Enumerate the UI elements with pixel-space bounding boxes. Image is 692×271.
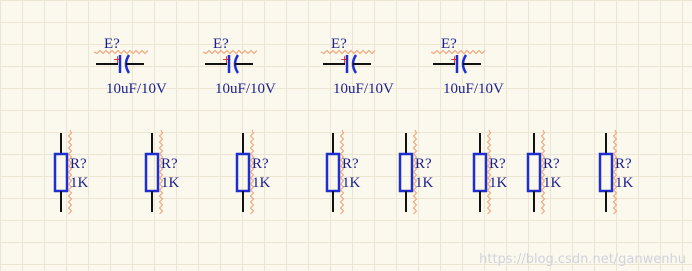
resistor-body xyxy=(235,152,251,193)
polarity-mark: + xyxy=(113,53,122,66)
resistor-value: 1K xyxy=(161,175,180,191)
resistor-symbol[interactable]: R? 1K xyxy=(53,129,89,215)
resistor-designator: R? xyxy=(70,156,87,172)
resistor-designator: R? xyxy=(415,156,432,172)
resistor-symbol[interactable]: R? 1K xyxy=(398,129,434,215)
resistor-symbol[interactable]: R? 1K xyxy=(144,129,180,215)
resistor-value: 1K xyxy=(615,175,634,191)
capacitor-symbol[interactable]: E?+10uF/10V xyxy=(320,36,394,97)
capacitor-value: 10uF/10V xyxy=(443,81,504,97)
error-squiggle xyxy=(249,129,255,215)
error-squiggle xyxy=(158,129,164,215)
capacitor-designator: E? xyxy=(331,36,347,52)
resistor-designator: R? xyxy=(252,156,269,172)
error-squiggle xyxy=(339,129,345,215)
error-squiggle xyxy=(612,129,618,215)
watermark-text: https://blog.csdn.net/ganwenhu xyxy=(479,252,686,267)
error-squiggle xyxy=(486,129,492,215)
capacitor-symbol[interactable]: E?+10uF/10V xyxy=(93,36,167,97)
polarity-mark: + xyxy=(340,53,349,66)
resistor-symbol[interactable]: R? 1K xyxy=(325,129,361,215)
resistor-designator: R? xyxy=(489,156,506,172)
error-squiggle xyxy=(430,49,486,55)
polarity-mark: + xyxy=(222,53,231,66)
capacitor-designator: E? xyxy=(213,36,229,52)
resistor-body xyxy=(472,152,488,193)
resistor-symbol[interactable]: R? 1K xyxy=(598,129,634,215)
capacitor-symbol[interactable]: E?+10uF/10V xyxy=(430,36,504,97)
resistor-body xyxy=(526,152,542,193)
error-squiggle xyxy=(202,49,258,55)
capacitor-designator: E? xyxy=(441,36,457,52)
capacitor-value: 10uF/10V xyxy=(215,81,276,97)
resistor-designator: R? xyxy=(615,156,632,172)
error-squiggle xyxy=(540,129,546,215)
resistor-symbol[interactable]: R? 1K xyxy=(235,129,271,215)
error-squiggle xyxy=(412,129,418,215)
resistor-symbol[interactable]: R? 1K xyxy=(472,129,508,215)
resistor-value: 1K xyxy=(543,175,562,191)
resistor-symbol[interactable]: R? 1K xyxy=(526,129,562,215)
resistor-value: 1K xyxy=(415,175,434,191)
resistor-designator: R? xyxy=(161,156,178,172)
resistor-body xyxy=(398,152,414,193)
resistor-body xyxy=(598,152,614,193)
resistor-designator: R? xyxy=(342,156,359,172)
capacitor-symbol[interactable]: E?+10uF/10V xyxy=(202,36,276,97)
capacitor-value: 10uF/10V xyxy=(106,81,167,97)
resistor-designator: R? xyxy=(543,156,560,172)
resistor-body xyxy=(325,152,341,193)
capacitor-designator: E? xyxy=(104,36,120,52)
polarity-mark: + xyxy=(450,53,459,66)
resistor-value: 1K xyxy=(489,175,508,191)
capacitor-value: 10uF/10V xyxy=(333,81,394,97)
error-squiggle xyxy=(320,49,376,55)
resistor-value: 1K xyxy=(342,175,361,191)
resistor-body xyxy=(144,152,160,193)
resistor-value: 1K xyxy=(70,175,89,191)
resistor-value: 1K xyxy=(252,175,271,191)
error-squiggle xyxy=(67,129,73,215)
error-squiggle xyxy=(93,49,149,55)
resistor-body xyxy=(53,152,69,193)
